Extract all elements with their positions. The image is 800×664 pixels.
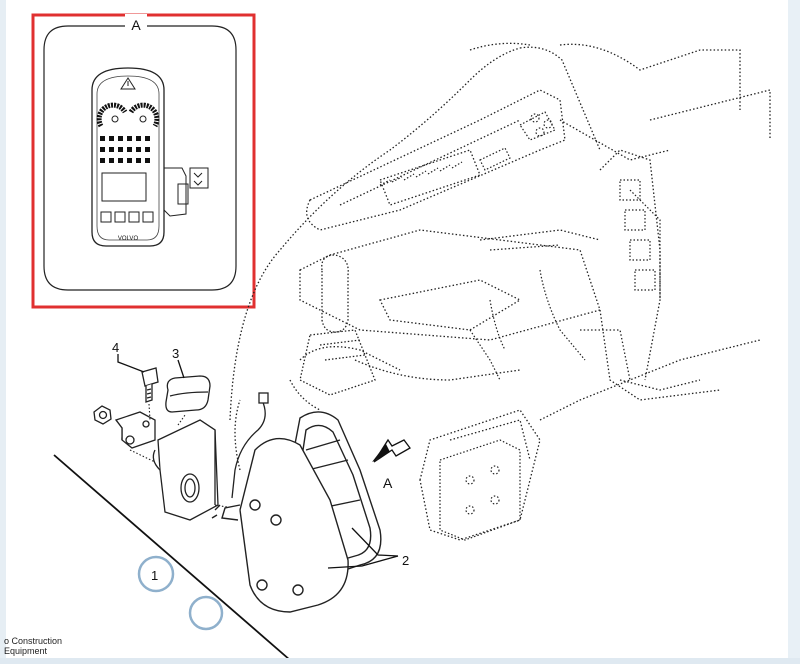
- view-direction-arrow: [372, 438, 411, 463]
- console-mount-bracket: [152, 419, 219, 521]
- highlight-circle-secondary[interactable]: [188, 595, 224, 631]
- callout-part-1: 1: [151, 568, 158, 583]
- wiring-harness-right: [469, 179, 661, 381]
- viewer-bottom-edge: [0, 658, 800, 664]
- inset-detail-view[interactable]: A: [31, 13, 256, 309]
- publisher-footer: o Construction Equipment: [4, 636, 62, 656]
- footer-line-1: o Construction: [4, 636, 63, 646]
- footer-line-2: Equipment: [4, 646, 48, 656]
- highlight-circle-part-1[interactable]: [137, 555, 175, 593]
- angle-bracket: [114, 411, 156, 449]
- nut-fastener: [93, 405, 112, 425]
- panel-display-screen: [101, 172, 147, 202]
- callout-part-4: 4: [112, 340, 119, 355]
- viewer-right-edge: [788, 0, 800, 664]
- inset-view-label: A: [131, 17, 141, 33]
- warning-triangle-icon: [120, 77, 136, 90]
- instrument-control-panel: VOLVO: [91, 67, 209, 247]
- side-connector: [163, 167, 209, 217]
- panel-buttons: [100, 211, 154, 223]
- callout-part-3: 3: [172, 346, 179, 361]
- right-gauge: [128, 102, 160, 128]
- left-gauge: [96, 102, 128, 128]
- cab-structure-outline: [229, 42, 771, 541]
- panel-brand-logo: VOLVO: [118, 236, 139, 242]
- cab-floor-edge: [53, 454, 291, 661]
- viewer-left-edge: [0, 0, 6, 664]
- bolt-part-4: [141, 367, 159, 403]
- dashboard-vents: [379, 111, 556, 186]
- callout-part-2: 2: [402, 553, 409, 568]
- joystick-lever: [299, 254, 376, 396]
- panel-connector-cable: [231, 392, 269, 499]
- mount-bracket-right: [439, 439, 521, 541]
- grommet-part-3: [165, 375, 211, 413]
- callout-view-a: A: [383, 475, 393, 491]
- indicator-icon-grid: [100, 136, 150, 163]
- inset-rounded-outline: [43, 25, 237, 291]
- removed-control-panel-part-2[interactable]: [211, 411, 382, 613]
- callout-leader-lines: [117, 354, 399, 569]
